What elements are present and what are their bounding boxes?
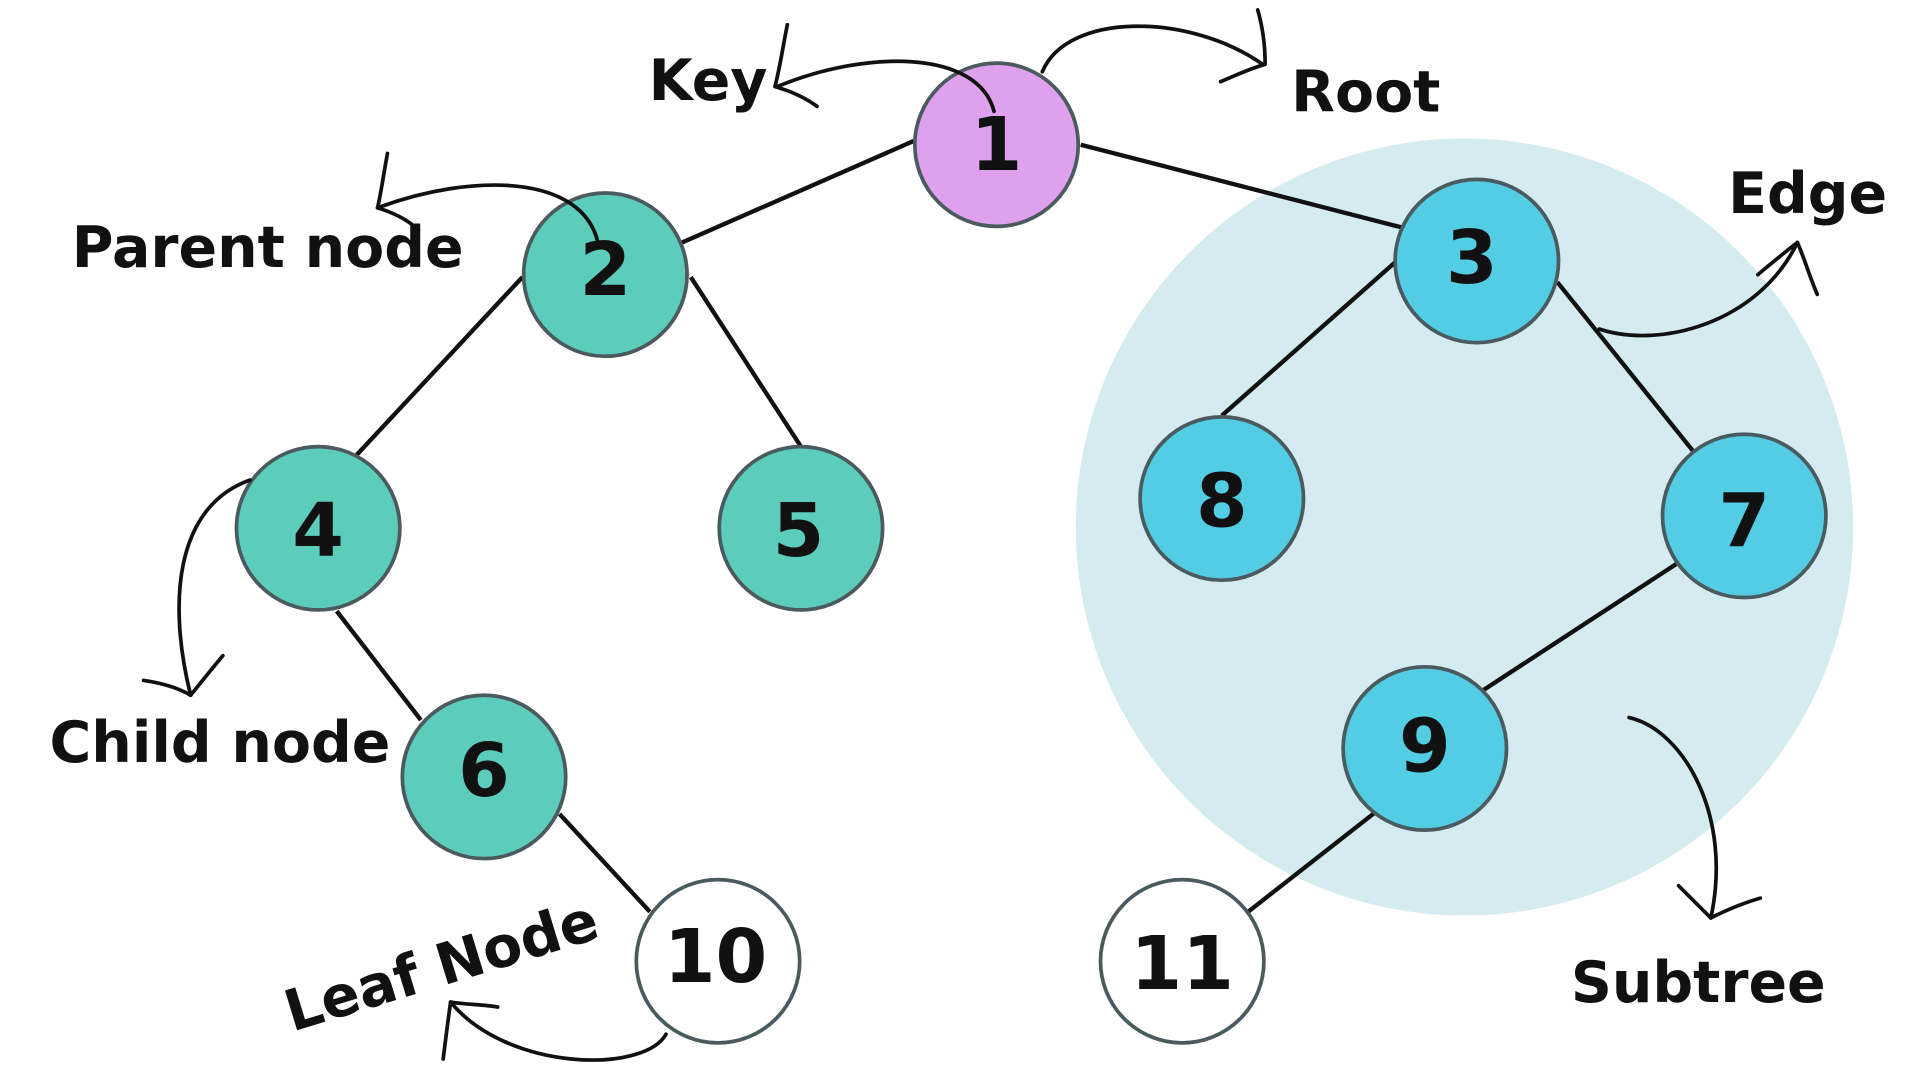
node-7-circle bbox=[1660, 432, 1828, 600]
label-key: Key bbox=[649, 48, 768, 114]
node-4: 4 bbox=[234, 444, 402, 612]
label-child-node: Child node bbox=[50, 710, 391, 776]
node-9-circle bbox=[1341, 664, 1509, 832]
subtree-highlight bbox=[1075, 138, 1854, 916]
node-10-circle bbox=[634, 877, 802, 1045]
node-11: 11 bbox=[1098, 877, 1266, 1045]
edge-1-3 bbox=[1080, 142, 1404, 230]
node-10: 10 bbox=[634, 877, 802, 1045]
node-3: 3 bbox=[1393, 177, 1561, 345]
leaf-node-arrow bbox=[441, 1000, 668, 1062]
node-6: 6 bbox=[400, 693, 568, 861]
node-2-circle bbox=[521, 191, 689, 359]
edge-3-7 bbox=[1555, 280, 1696, 453]
root-arrow bbox=[1040, 8, 1268, 84]
node-9: 9 bbox=[1341, 664, 1509, 832]
node-10-label: 10 bbox=[664, 913, 767, 1000]
node-3-circle bbox=[1393, 177, 1561, 345]
node-8: 8 bbox=[1138, 415, 1306, 583]
node-6-circle bbox=[400, 693, 568, 861]
edge-1-2 bbox=[681, 139, 915, 245]
node-7-label: 7 bbox=[1718, 477, 1770, 564]
node-5-circle bbox=[717, 444, 885, 612]
node-11-circle bbox=[1098, 877, 1266, 1045]
node-1: 1 bbox=[912, 61, 1081, 229]
node-9-label: 9 bbox=[1399, 702, 1451, 789]
node-1-circle bbox=[912, 61, 1081, 229]
node-7: 7 bbox=[1660, 432, 1828, 600]
node-2: 2 bbox=[521, 191, 689, 359]
label-parent-node: Parent node bbox=[72, 215, 464, 281]
subtree-arrow bbox=[1627, 715, 1763, 920]
edge-3-8 bbox=[1220, 260, 1397, 418]
label-leaf-node: Leaf Node bbox=[277, 887, 606, 1045]
node-5: 5 bbox=[717, 444, 885, 612]
edge-4-6 bbox=[334, 609, 423, 722]
label-root: Root bbox=[1291, 59, 1440, 125]
node-1-label: 1 bbox=[971, 101, 1023, 188]
node-5-label: 5 bbox=[773, 487, 825, 574]
node-8-label: 8 bbox=[1196, 458, 1248, 545]
node-2-label: 2 bbox=[579, 226, 631, 313]
child-node-arrow bbox=[141, 478, 252, 698]
edge-2-4 bbox=[352, 275, 524, 460]
node-8-circle bbox=[1138, 415, 1306, 583]
edge-arrow bbox=[1597, 240, 1820, 338]
parent-node-arrow bbox=[375, 151, 600, 245]
node-11-label: 11 bbox=[1131, 920, 1234, 1007]
node-4-label: 4 bbox=[292, 487, 344, 574]
node-3-label: 3 bbox=[1446, 214, 1498, 301]
label-subtree: Subtree bbox=[1571, 950, 1826, 1016]
edge-7-9 bbox=[1481, 562, 1678, 693]
key-arrow bbox=[773, 22, 996, 114]
edge-9-11 bbox=[1245, 808, 1380, 915]
edge-6-10 bbox=[557, 812, 652, 914]
node-6-label: 6 bbox=[458, 727, 510, 814]
node-4-circle bbox=[234, 444, 402, 612]
edge-2-5 bbox=[688, 275, 803, 448]
label-edge: Edge bbox=[1728, 161, 1887, 227]
